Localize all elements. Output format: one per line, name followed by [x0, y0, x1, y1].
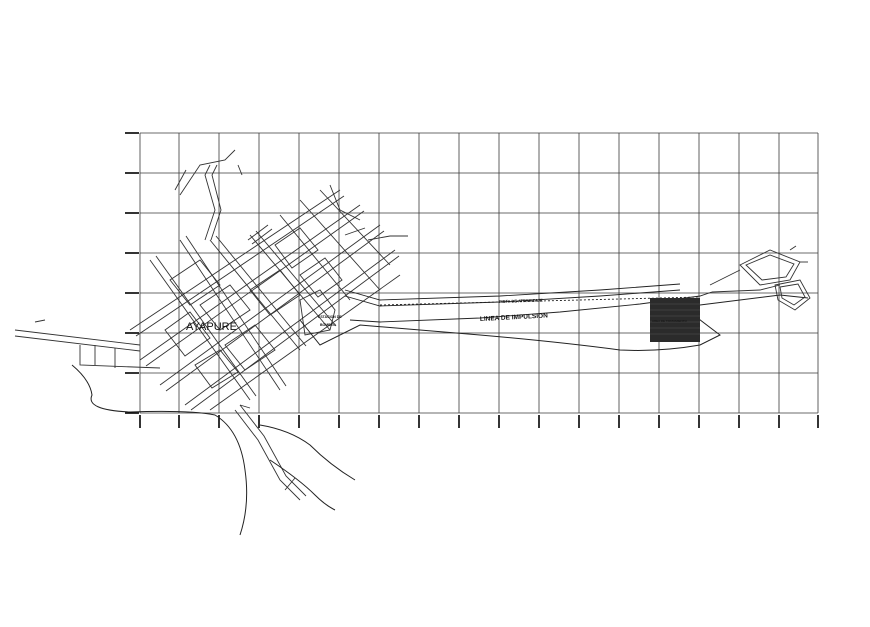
axis-ticks	[125, 132, 819, 428]
town-street-network	[14, 149, 408, 501]
pipeline-route	[344, 283, 713, 323]
coordinate-grid	[139, 132, 819, 414]
treatment-area-block	[650, 298, 700, 342]
pipeline-label: LINEA DE IMPULSION	[480, 312, 549, 323]
oxidation-ponds	[709, 245, 811, 311]
town-label: AYAPURE	[186, 321, 237, 333]
station-label-1: ESTACION DE	[318, 315, 342, 319]
river-shoreline	[71, 294, 809, 536]
treatment-area-label: AREA DE TRATAMIENTO	[652, 319, 687, 323]
route-label: PISTA DE ATERRIZAJE	[499, 297, 543, 304]
station-label-2: BOMBEO	[320, 323, 336, 327]
